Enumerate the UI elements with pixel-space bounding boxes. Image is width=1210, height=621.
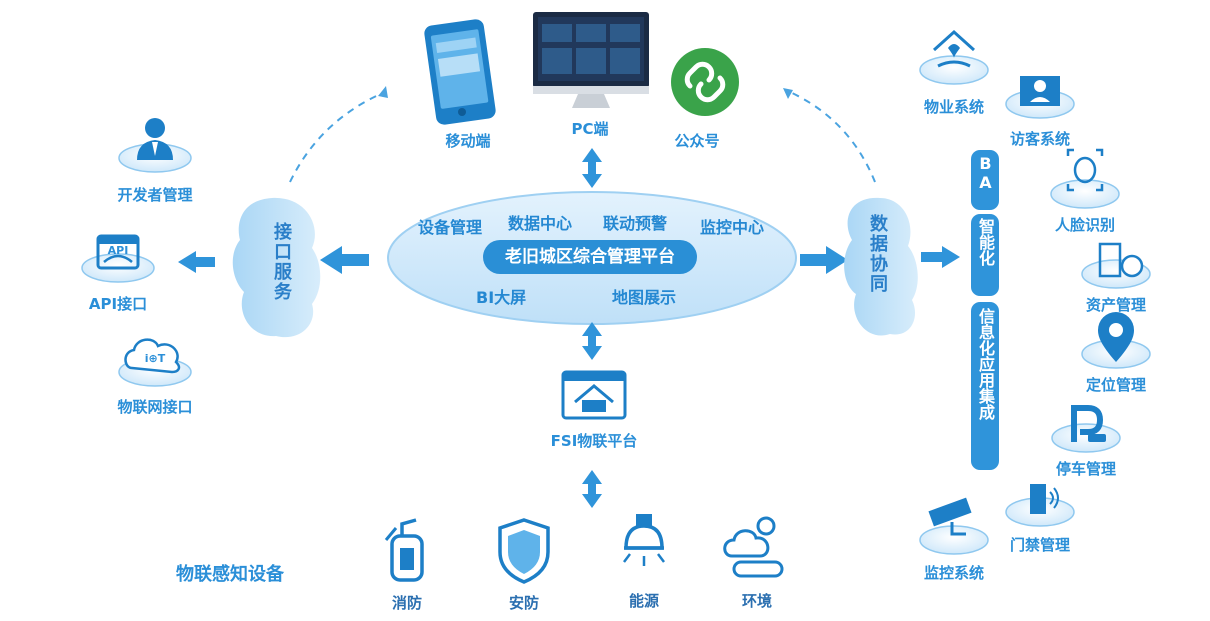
property-system-icon <box>919 29 989 85</box>
arrow-to-right-cloud <box>800 246 848 274</box>
api-icon-text: API <box>107 244 129 257</box>
energy-bulb-icon <box>623 514 665 566</box>
label-pc: PC端 <box>571 120 609 138</box>
arrow-to-left-items <box>178 251 215 273</box>
iot-icon <box>118 338 192 387</box>
label-asset-management: 资产管理 <box>1085 296 1147 314</box>
label-surveillance-system: 监控系统 <box>923 564 985 582</box>
phone-icon <box>424 19 496 125</box>
label-face-recognition: 人脸识别 <box>1054 216 1116 234</box>
ba-bar-text: BA <box>976 154 995 192</box>
label-environment: 环境 <box>741 592 773 610</box>
right-cloud-shape <box>844 197 918 336</box>
environment-icon <box>723 516 784 578</box>
right-cloud-label: 数据协同 <box>867 214 888 294</box>
developer-icon <box>118 118 192 173</box>
official-account-icon <box>671 48 739 116</box>
arrow-center-bottom <box>582 322 602 360</box>
smart-bar: 智能化 <box>971 214 999 296</box>
label-location-management: 定位管理 <box>1085 376 1147 394</box>
label-property-system: 物业系统 <box>923 98 985 116</box>
ellipse-item-device-management: 设备管理 <box>418 218 483 237</box>
label-energy: 能源 <box>628 592 660 610</box>
ellipse-item-monitoring-center: 监控中心 <box>700 218 765 237</box>
arrow-to-left-cloud <box>320 246 369 274</box>
visitor-system-icon <box>1005 76 1075 119</box>
label-access-control: 门禁管理 <box>1009 536 1071 554</box>
access-control-icon <box>1005 484 1075 527</box>
label-fire: 消防 <box>391 594 423 612</box>
iot-icon-text: i⊕T <box>144 352 166 365</box>
fire-extinguisher-icon <box>384 518 424 582</box>
left-cloud-shape <box>232 197 321 338</box>
info-bar: 信息化应用集成 <box>971 302 999 470</box>
label-security: 安防 <box>508 594 540 612</box>
arrow-fsi-devices <box>582 470 602 508</box>
label-visitor-system: 访客系统 <box>1009 130 1071 148</box>
label-mobile: 移动端 <box>445 132 491 150</box>
label-api-interface: API接口 <box>88 295 148 313</box>
face-recognition-icon <box>1050 148 1120 209</box>
location-icon <box>1081 312 1151 369</box>
info-bar-text: 信息化应用集成 <box>976 308 995 420</box>
dashed-arc-right <box>789 91 876 183</box>
api-icon <box>81 234 155 283</box>
ba-bar: BA <box>971 150 999 210</box>
section-label-devices: 物联感知设备 <box>176 564 284 585</box>
dashed-arc-right-arrowhead <box>783 88 793 99</box>
parking-icon <box>1051 405 1121 453</box>
label-official-account: 公众号 <box>674 132 720 150</box>
ellipse-item-map-display: 地图展示 <box>612 288 677 307</box>
ellipse-item-bi-screen: BI大屏 <box>476 288 527 307</box>
arrow-center-top <box>582 148 602 188</box>
label-iot-interface: 物联网接口 <box>117 398 193 416</box>
ellipse-item-data-center: 数据中心 <box>508 214 573 233</box>
platform-title: 老旧城区综合管理平台 <box>483 240 697 274</box>
arrow-to-ba-bar <box>921 246 960 268</box>
pc-monitor-icon <box>533 12 649 108</box>
ellipse-item-linkage-alert: 联动预警 <box>603 214 668 233</box>
label-fsi-platform: FSI物联平台 <box>550 432 638 450</box>
smart-bar-text: 智能化 <box>976 218 995 266</box>
dashed-arc-left <box>289 91 386 183</box>
fsi-platform-icon <box>561 370 627 420</box>
surveillance-camera-icon <box>919 497 989 555</box>
label-parking-management: 停车管理 <box>1055 460 1117 478</box>
left-cloud-label: 接口服务 <box>271 222 292 302</box>
asset-management-icon <box>1081 242 1151 289</box>
security-shield-icon <box>498 518 550 584</box>
label-developer-management: 开发者管理 <box>117 186 193 204</box>
dashed-arc-left-arrowhead <box>378 86 388 98</box>
